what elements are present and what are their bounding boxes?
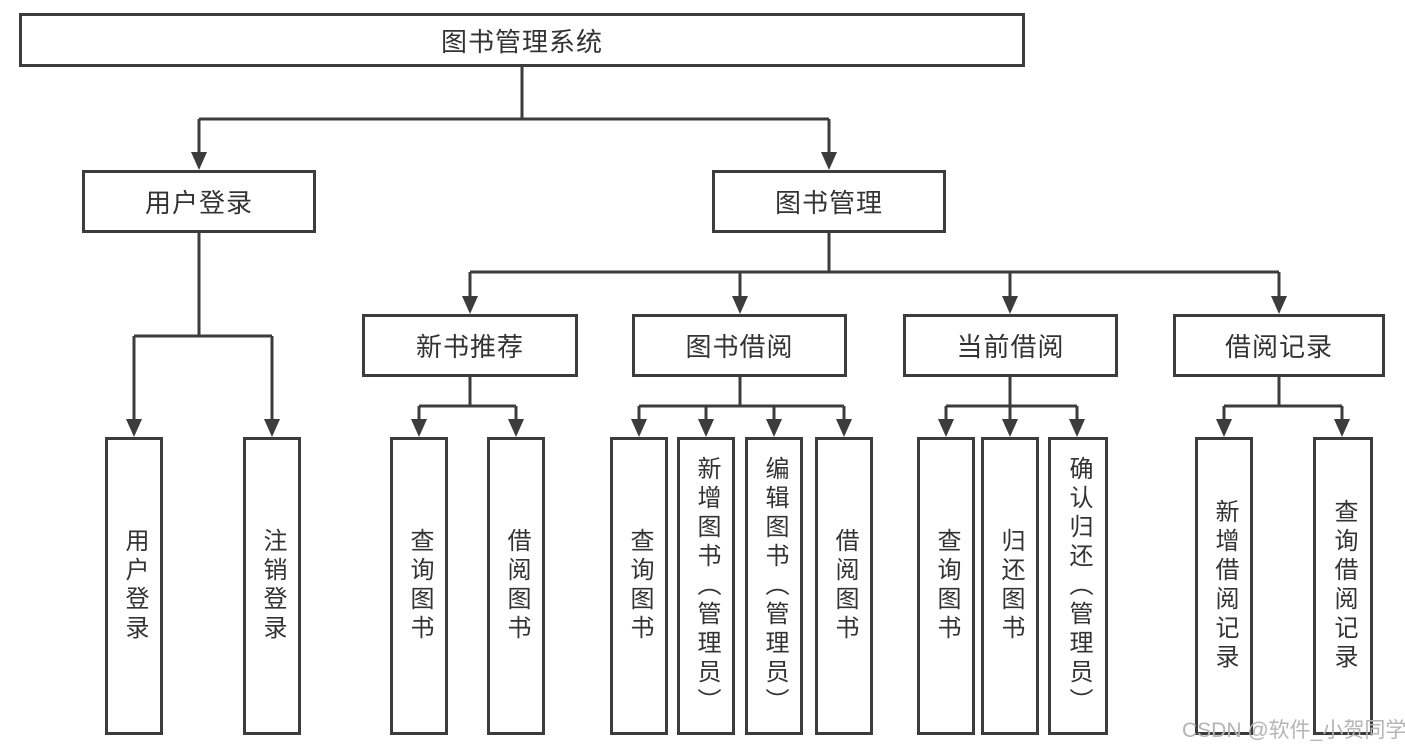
- node-current-borrow: 当前借阅: [903, 314, 1118, 377]
- leaf-label: 编辑图书（管理员）: [761, 455, 788, 717]
- leaf-label: 注销登录: [259, 528, 286, 644]
- leaf-label: 借阅图书: [503, 528, 530, 644]
- leaf-label: 查询图书: [626, 528, 653, 644]
- node-label: 当前借阅: [956, 332, 1065, 362]
- node-user-login: 用户登录: [82, 170, 316, 233]
- node-label: 用户登录: [144, 188, 253, 218]
- node-book-management: 图书管理: [712, 170, 946, 233]
- leaf-label: 新增图书（管理员）: [693, 455, 720, 717]
- leaf-label: 用户登录: [121, 528, 148, 644]
- leaf-query-books-recommend: 查询图书: [390, 437, 448, 735]
- leaf-borrow-books-recommend: 借阅图书: [487, 437, 545, 735]
- connector-new-book-children: [411, 377, 524, 437]
- leaf-query-books-borrow: 查询图书: [610, 437, 668, 735]
- leaf-label: 新增借阅记录: [1211, 499, 1238, 673]
- connector-root-split: [191, 67, 837, 170]
- node-label: 新书推荐: [415, 332, 524, 362]
- leaf-borrow-books: 借阅图书: [815, 437, 873, 735]
- leaf-add-borrow-record: 新增借阅记录: [1195, 437, 1253, 735]
- connector-current-borrow-children: [938, 377, 1085, 437]
- node-root: 图书管理系统: [19, 13, 1025, 67]
- leaf-label: 查询图书: [406, 528, 433, 644]
- node-borrow-records: 借阅记录: [1173, 314, 1385, 377]
- leaf-add-book-admin: 新增图书（管理员）: [677, 437, 735, 735]
- node-label: 图书管理系统: [440, 26, 603, 57]
- leaf-user-login: 用户登录: [105, 437, 163, 735]
- leaf-query-borrow-record: 查询借阅记录: [1313, 437, 1373, 735]
- connector-user-login-children: [126, 233, 280, 437]
- node-label: 图书管理: [774, 188, 883, 218]
- leaf-label: 归还图书: [997, 528, 1024, 644]
- leaf-confirm-return-admin: 确认归还（管理员）: [1048, 437, 1108, 735]
- leaf-logout: 注销登录: [243, 437, 301, 735]
- leaf-edit-book-admin: 编辑图书（管理员）: [745, 437, 803, 735]
- connector-borrow-record-children: [1216, 377, 1350, 437]
- csdn-watermark: CSDN @软件_小贺同学: [1182, 719, 1405, 742]
- leaf-label: 确认归还（管理员）: [1065, 455, 1092, 717]
- leaf-label: 查询图书: [933, 528, 960, 644]
- leaf-return-book: 归还图书: [981, 437, 1039, 735]
- connector-book-mgmt-children: [462, 233, 1287, 314]
- connector-book-borrow-children: [631, 377, 852, 437]
- node-book-borrow: 图书借阅: [632, 314, 847, 377]
- leaf-query-books-current: 查询图书: [917, 437, 975, 735]
- node-new-book-recommend: 新书推荐: [362, 314, 578, 377]
- node-label: 借阅记录: [1224, 332, 1333, 362]
- leaf-label: 借阅图书: [831, 528, 858, 644]
- leaf-label: 查询借阅记录: [1330, 499, 1357, 673]
- node-label: 图书借阅: [685, 332, 794, 362]
